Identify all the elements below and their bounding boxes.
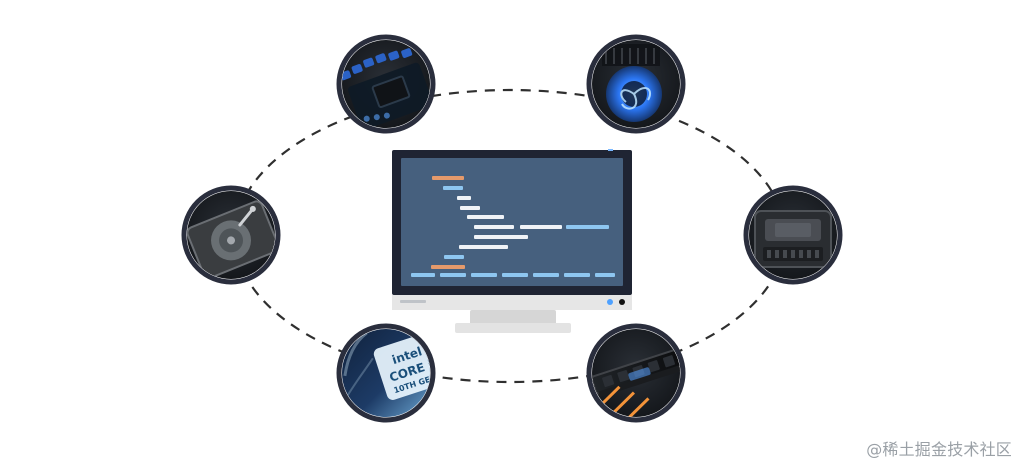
node-motherboard <box>336 34 436 134</box>
computer-monitor <box>392 149 632 333</box>
cpu-cooler-icon <box>602 44 662 122</box>
intel-cpu-icon: intel CORE i9 10TH GEN <box>343 331 430 400</box>
monitor-chin <box>392 295 632 310</box>
monitor-base <box>455 323 571 333</box>
monitor-brand <box>400 300 426 303</box>
monitor-led-black <box>619 299 625 305</box>
node-power-supply <box>743 185 843 285</box>
node-intel-cpu: intel CORE i9 10TH GEN <box>336 323 436 423</box>
node-hard-drive <box>181 185 281 285</box>
power-supply-icon <box>754 210 832 268</box>
motherboard-icon <box>342 48 430 128</box>
watermark-text: @稀土掘金技术社区 <box>866 440 1012 459</box>
node-ram <box>586 323 686 423</box>
code-lines <box>411 176 615 277</box>
node-cpu-cooler <box>586 34 686 134</box>
hard-drive-icon <box>187 200 275 279</box>
monitor-led-blue <box>607 299 613 305</box>
camera-indicator <box>608 149 613 151</box>
monitor-stand <box>470 310 556 326</box>
